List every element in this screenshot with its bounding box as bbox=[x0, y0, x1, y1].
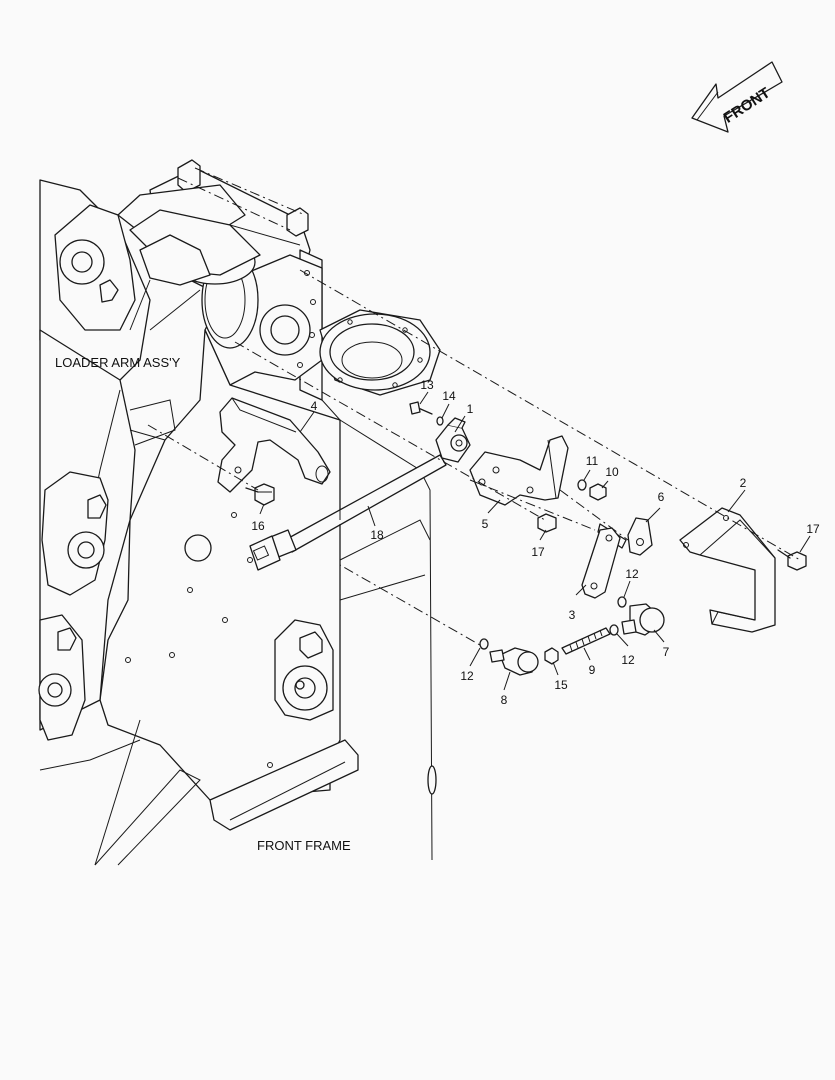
callout-18: 18 bbox=[370, 528, 384, 542]
callout-16: 16 bbox=[251, 519, 265, 533]
alignment-lines bbox=[147, 167, 801, 646]
callout-14: 14 bbox=[442, 389, 456, 403]
callout-17a: 17 bbox=[531, 545, 545, 559]
front-frame-label: FRONT FRAME bbox=[257, 838, 351, 853]
callout-9: 9 bbox=[589, 663, 596, 677]
callout-4: 4 bbox=[311, 399, 318, 413]
part-14-washer[interactable] bbox=[436, 416, 444, 426]
part-12-nut-lower[interactable] bbox=[479, 638, 489, 650]
part-15-nut[interactable] bbox=[544, 647, 559, 665]
callout-12c: 12 bbox=[460, 669, 474, 683]
part-5-bracket[interactable] bbox=[469, 435, 569, 506]
callout-11: 11 bbox=[586, 454, 599, 468]
part-16-bolt[interactable] bbox=[245, 483, 275, 506]
callout-15: 15 bbox=[554, 678, 568, 692]
callout-6: 6 bbox=[658, 490, 665, 504]
loader-arm-drawing bbox=[38, 179, 261, 771]
callout-2: 2 bbox=[740, 476, 747, 490]
callout-1: 1 bbox=[467, 402, 474, 416]
callout-12a: 12 bbox=[625, 567, 639, 581]
callout-3: 3 bbox=[569, 608, 576, 622]
loader-arm-label: LOADER ARM ASS'Y bbox=[55, 355, 181, 370]
part-9-threaded-rod[interactable] bbox=[561, 627, 611, 655]
callout-5: 5 bbox=[482, 517, 489, 531]
part-13-bolt[interactable] bbox=[409, 401, 433, 415]
callout-12b: 12 bbox=[621, 653, 635, 667]
part-12-nut-mid[interactable] bbox=[609, 624, 619, 636]
leader-lines bbox=[259, 391, 811, 691]
part-3-lever[interactable] bbox=[581, 527, 621, 599]
callout-10: 10 bbox=[605, 465, 619, 479]
callout-7: 7 bbox=[663, 645, 670, 659]
part-7-ball-joint[interactable] bbox=[621, 603, 665, 636]
part-18-sensor-cable[interactable] bbox=[249, 454, 447, 571]
callout-13: 13 bbox=[420, 378, 434, 392]
part-12-nut-upper[interactable] bbox=[617, 596, 627, 608]
part-11-nut[interactable] bbox=[577, 479, 587, 491]
part-4-bracket[interactable] bbox=[217, 397, 331, 493]
callout-8: 8 bbox=[501, 693, 508, 707]
part-8-ball-joint[interactable] bbox=[489, 647, 539, 676]
callout-17b: 17 bbox=[806, 522, 820, 536]
part-1-sensor[interactable] bbox=[435, 417, 471, 463]
callouts: 1 2 3 4 5 6 7 8 9 10 11 12 12 12 13 14 1… bbox=[251, 378, 820, 707]
part-2-guard[interactable] bbox=[679, 507, 776, 633]
part-17-bolt-left[interactable] bbox=[537, 513, 557, 533]
part-17-bolt-right[interactable] bbox=[777, 549, 807, 571]
front-arrow-icon: FRONT bbox=[691, 61, 783, 133]
